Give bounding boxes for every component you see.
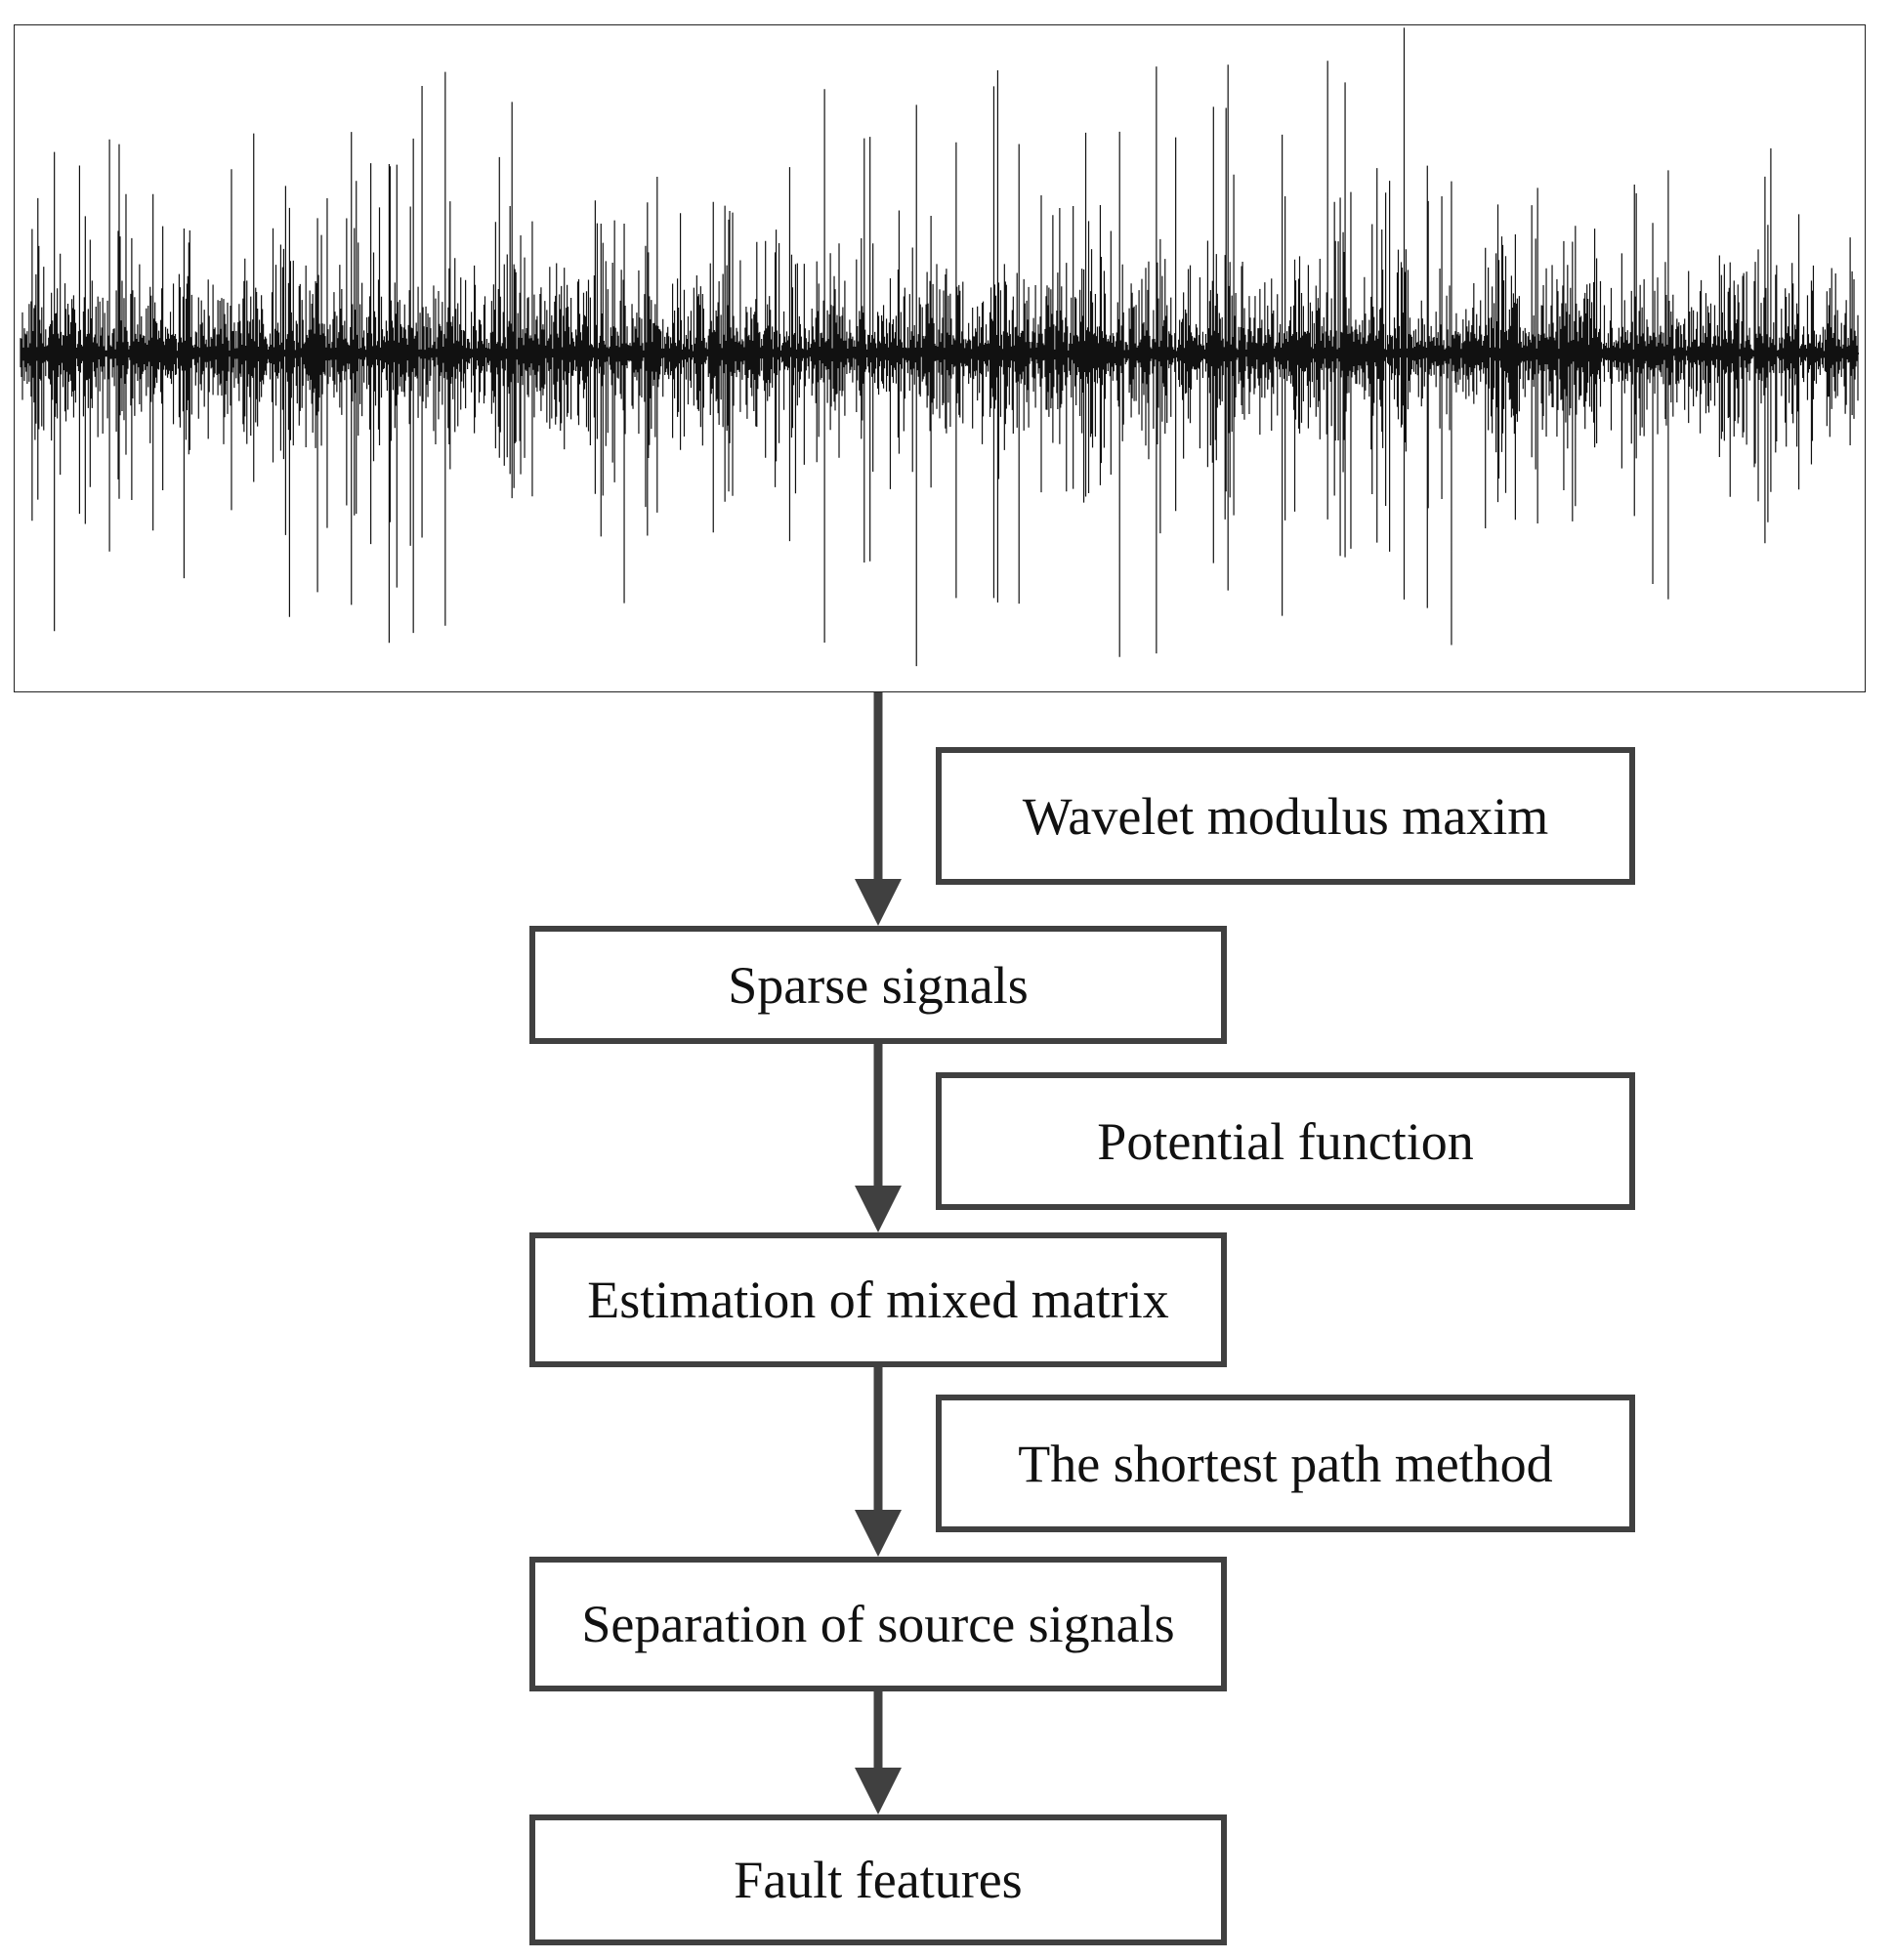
method-box-potential-function: Potential function	[936, 1072, 1635, 1210]
stage-label-fault-features: Fault features	[734, 1851, 1023, 1909]
method-box-shortest-path: The shortest path method	[936, 1395, 1635, 1532]
stage-label-separation: Separation of source signals	[581, 1595, 1175, 1653]
stage-box-fault-features: Fault features	[529, 1814, 1227, 1945]
arrowhead-to-fault	[855, 1768, 902, 1814]
stage-label-sparse-signals: Sparse signals	[728, 955, 1029, 1015]
arrowhead-to-sparse	[855, 879, 902, 926]
method-box-wavelet: Wavelet modulus maxim	[936, 747, 1635, 885]
vibration-signal-waveform	[20, 27, 1860, 667]
stage-box-estimation: Estimation of mixed matrix	[529, 1232, 1227, 1367]
method-label-wavelet: Wavelet modulus maxim	[1022, 786, 1549, 846]
arrowhead-to-estimation	[855, 1186, 902, 1232]
stage-label-estimation: Estimation of mixed matrix	[587, 1271, 1169, 1329]
stage-box-separation: Separation of source signals	[529, 1557, 1227, 1691]
method-label-shortest-path: The shortest path method	[1018, 1434, 1553, 1493]
stage-box-sparse-signals: Sparse signals	[529, 926, 1227, 1044]
signal-trace	[20, 27, 1859, 667]
arrowhead-to-separation	[855, 1510, 902, 1557]
method-label-potential-function: Potential function	[1097, 1111, 1474, 1171]
vibration-signal-panel	[14, 24, 1866, 692]
